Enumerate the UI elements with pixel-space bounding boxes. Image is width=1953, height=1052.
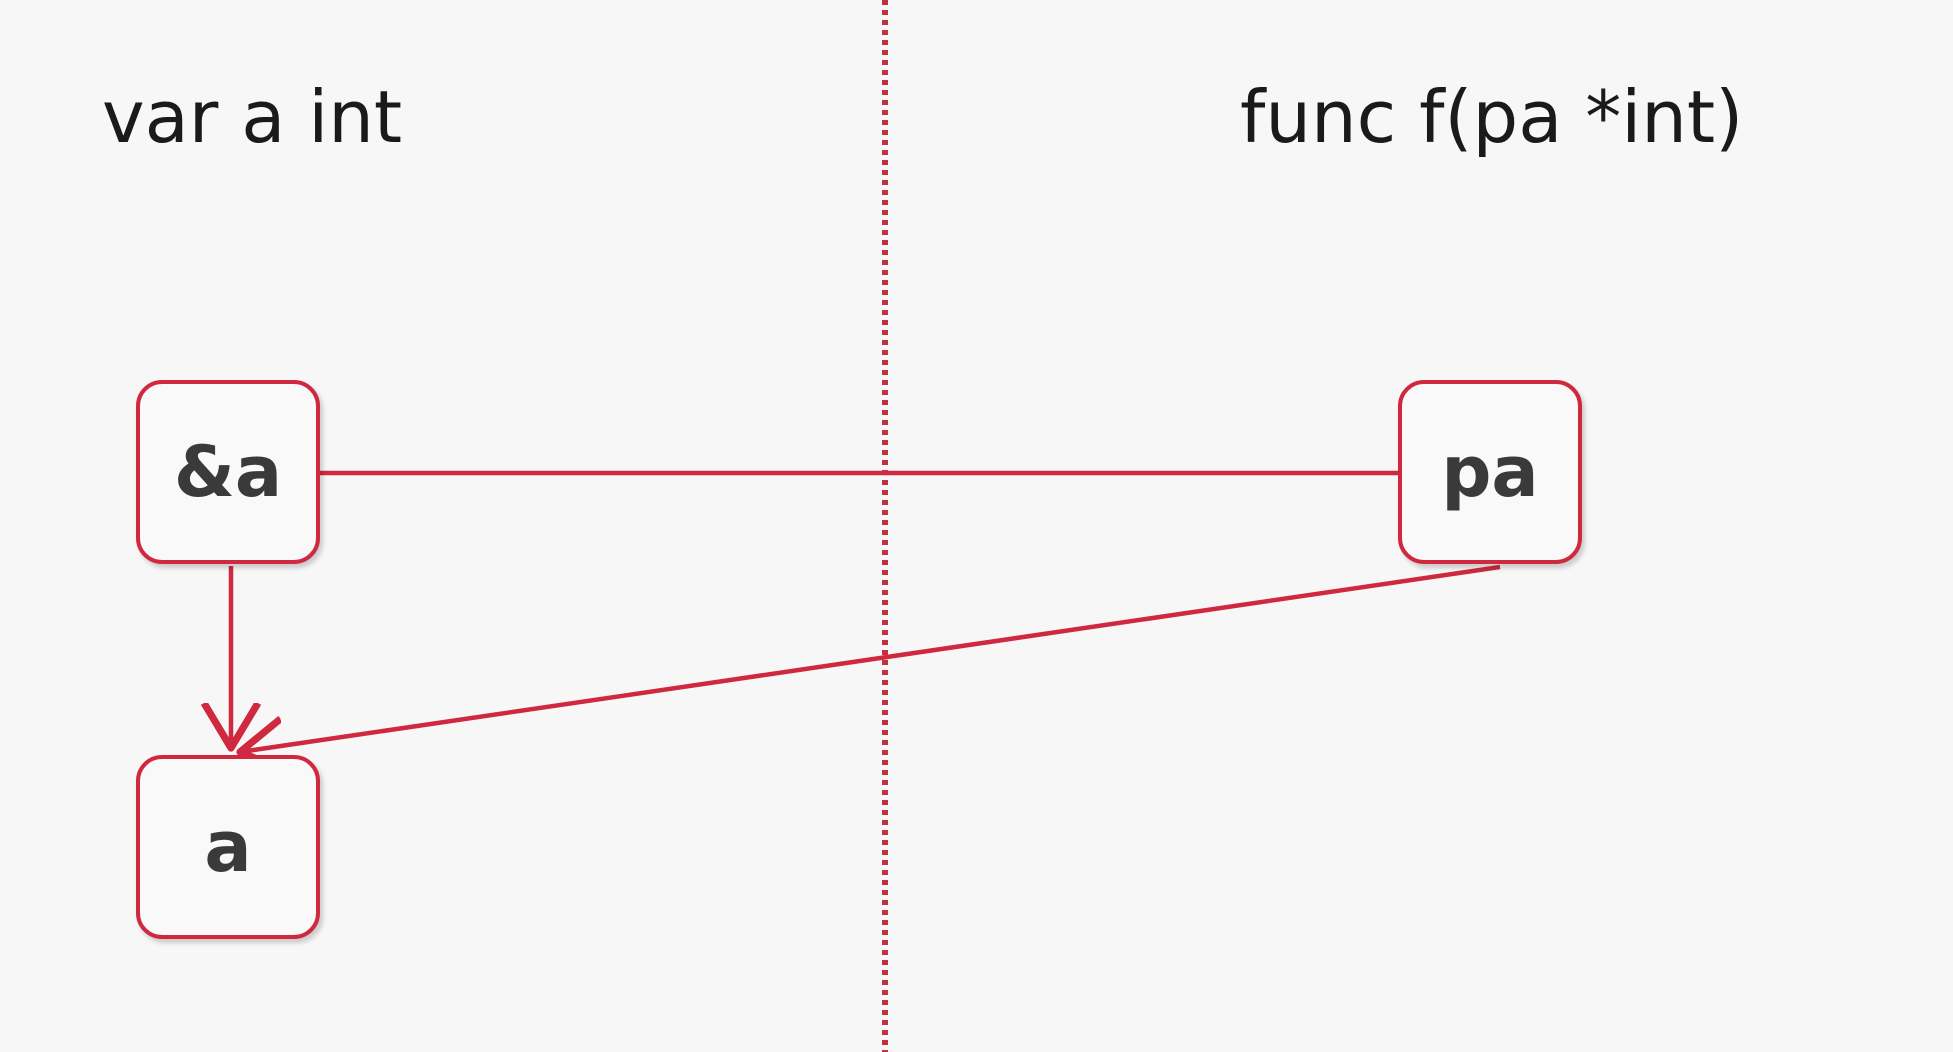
- variable-a-box: a: [136, 755, 320, 939]
- address-of-a-label: &a: [173, 431, 283, 513]
- pa-param-box: pa: [1398, 380, 1582, 564]
- address-of-a-box: &a: [136, 380, 320, 564]
- callee-declaration: func f(pa *int): [1240, 75, 1744, 159]
- pa-param-label: pa: [1441, 431, 1539, 513]
- pointer-to-variable-arrow: [240, 564, 1501, 752]
- caller-declaration: var a int: [102, 75, 403, 159]
- variable-a-label: a: [204, 806, 252, 888]
